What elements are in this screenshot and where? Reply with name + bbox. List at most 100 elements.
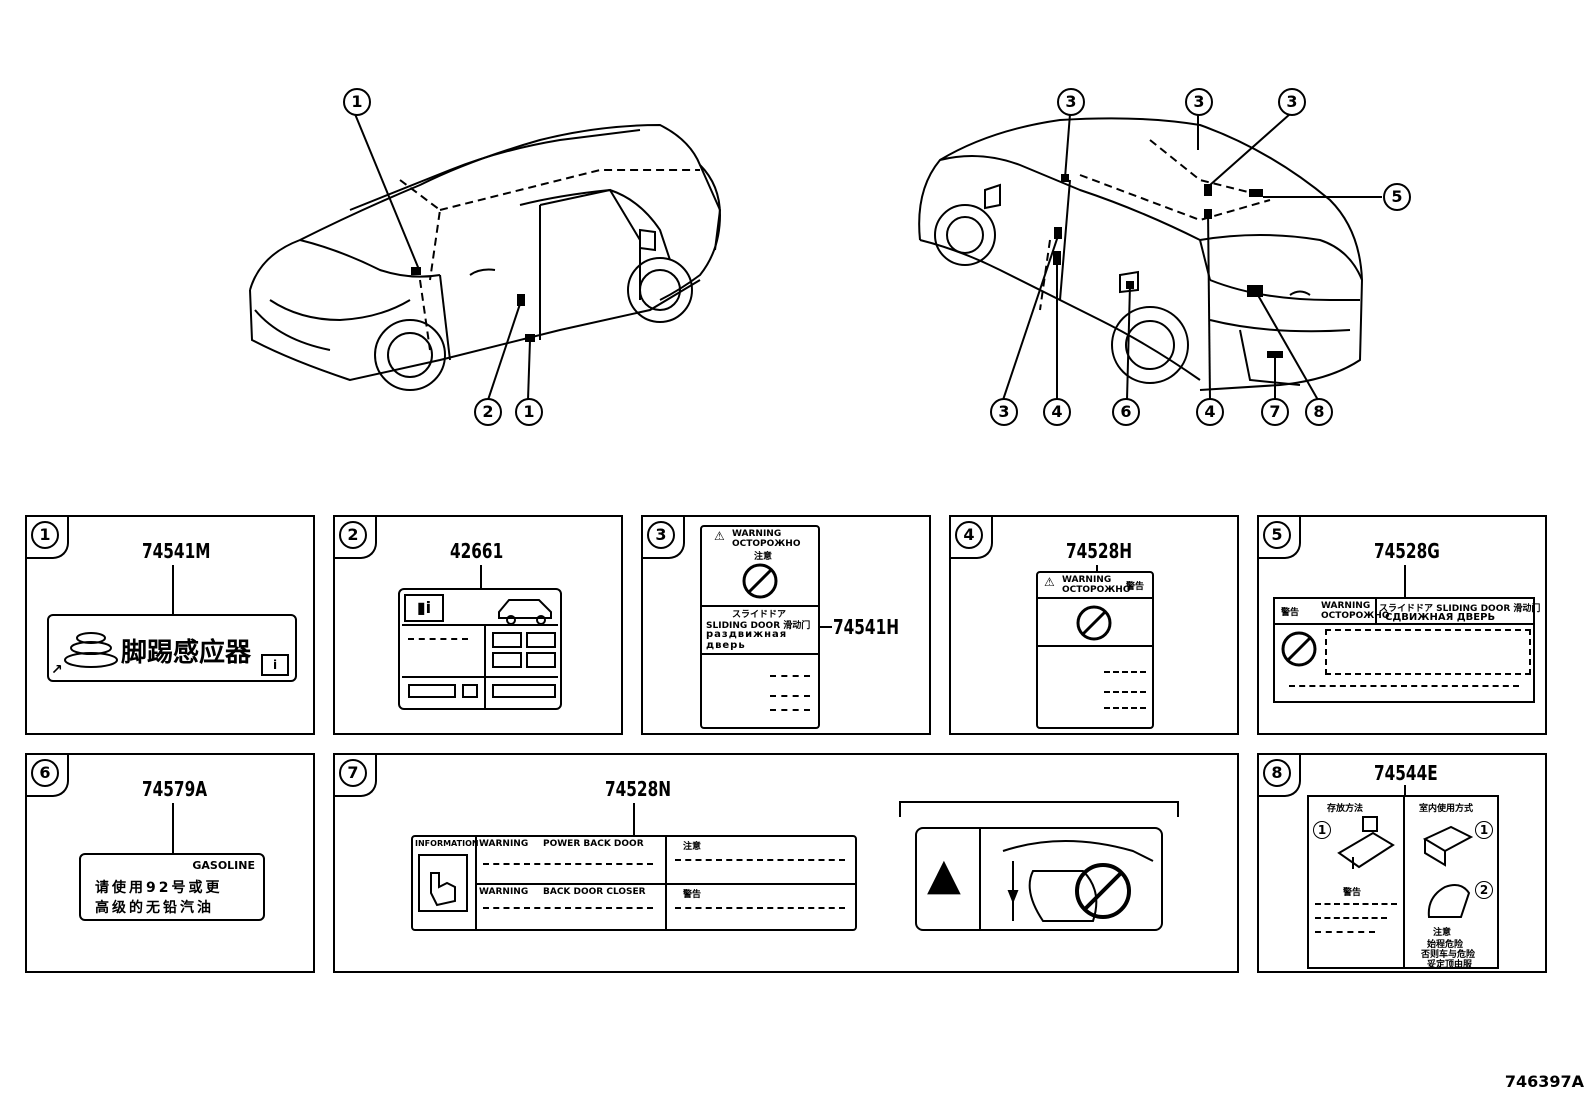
sliding-door-warning-label: 警告 WARNING ОСТОРОЖНО スライドドア SLIDING DOOR…: [1273, 597, 1540, 703]
panel-number: 3: [647, 521, 675, 549]
label-panel-8: 8 74544E 存放方法 室内使用方式 1 1 2 警告 注意 始程危险 否则…: [1257, 753, 1547, 973]
fuel-instruction-1: 请使用92号或更: [95, 880, 223, 896]
label-panel-1: 1 74541M 脚踢感应器 i ↗: [25, 515, 315, 735]
part-number: 42661: [450, 539, 504, 563]
caution-line-1: 始程危险: [1427, 940, 1464, 950]
panel-number: 4: [955, 521, 983, 549]
sliding-door-warning-label: WARNING ОСТОРОЖНО 注意 ⚠ スライドドア SLIDING DO…: [700, 525, 820, 729]
rear-view-vehicle: [918, 117, 1364, 391]
leader-line: [1404, 565, 1406, 597]
no-hand-icon: [1076, 605, 1112, 641]
leader-line: [172, 803, 174, 855]
warning-text-ru: ОСТОРОЖНО: [1321, 611, 1390, 621]
fuel-label: GASOLINE 请使用92号或更 高级的无铅汽油: [79, 853, 265, 921]
caution-text-zh: 注意: [683, 842, 702, 852]
warning-text-ru: ОСТОРОЖНО: [1062, 585, 1131, 595]
panel-number: 2: [339, 521, 367, 549]
leader-line: [633, 803, 635, 835]
callout-right-3a: 3: [1057, 88, 1085, 116]
warning-text-ru: ОСТОРОЖНО: [732, 539, 801, 549]
panel-tab: 4: [949, 515, 993, 559]
storage-illustration-1: [1337, 816, 1395, 869]
back-door-pinch-label: ▲: [915, 827, 1163, 931]
warning-text-zh: 警告: [1126, 582, 1145, 592]
part-number: 74579A: [142, 777, 208, 801]
panel-tab: 7: [333, 753, 377, 797]
step-2-icon: 2: [1475, 881, 1493, 899]
kick-sensor-icon: [64, 632, 118, 668]
warning-text: WARNING: [732, 529, 782, 539]
panel-tab: 2: [333, 515, 377, 559]
door-pinch-icon: [1002, 840, 1154, 922]
warning-triangle-icon: ⚠: [714, 529, 725, 543]
vehicle-illustrations: [249, 113, 1382, 401]
callout-right-3c: 3: [1278, 88, 1306, 116]
panel-number: 6: [31, 759, 59, 787]
sliding-door-ru-1: раздвижная: [706, 629, 788, 640]
part-number: 74528N: [605, 777, 672, 801]
manual-icon: i: [261, 654, 289, 676]
warning-text-zh: 注意: [754, 552, 773, 562]
callout-right-4b: 4: [1196, 398, 1224, 426]
label-panel-5: 5 74528G 警告 WARNING ОСТОРОЖНО スライドドア SLI…: [1257, 515, 1547, 735]
warning-text-zh: 警告: [683, 890, 702, 900]
vehicle-icon: [498, 599, 552, 625]
warning-text-1: 警告: [1343, 888, 1362, 898]
fuel-instruction-2: 高级的无铅汽油: [95, 900, 214, 916]
caution-line-3: 妥定顶由服: [1427, 960, 1473, 970]
bracket: [899, 801, 1179, 817]
label-panel-7: 7 74528N INFORMATION WARNING POWER BACK …: [333, 753, 1239, 973]
indoor-use-title: 室内使用方式: [1419, 804, 1474, 814]
fuel-type: GASOLINE: [192, 859, 255, 872]
sliding-door-ru: СДВИЖНАЯ ДВЕРЬ: [1385, 612, 1496, 623]
panel-number: 5: [1263, 521, 1291, 549]
hand-press-icon: [418, 854, 468, 912]
callout-left-2: 2: [474, 398, 502, 426]
caution-line-2: 否则车与危险: [1421, 950, 1476, 960]
warning-triangle-icon: ⚠: [1044, 575, 1055, 589]
warning-text-1: WARNING: [479, 839, 529, 849]
kick-sensor-label: 脚踢感应器 i ↗: [47, 614, 297, 682]
callout-right-6: 6: [1112, 398, 1140, 426]
step-1b-icon: 1: [1475, 821, 1493, 839]
panel-number: 8: [1263, 759, 1291, 787]
part-number: 74528H: [1066, 539, 1133, 563]
leader-line: [480, 565, 482, 589]
callout-left-1-bottom: 1: [515, 398, 543, 426]
warning-text-2: WARNING: [479, 887, 529, 897]
warning-text: WARNING: [1062, 575, 1112, 585]
panel-tab: 8: [1257, 753, 1301, 797]
step-1-icon: 1: [1313, 821, 1331, 839]
panel-number: 1: [31, 521, 59, 549]
foot-icon: ↗: [51, 662, 63, 678]
callout-left-1-top: 1: [343, 88, 371, 116]
part-number: 74528G: [1374, 539, 1440, 563]
storage-illustration-3: [1427, 884, 1471, 918]
warning-triangle-icon: ▲: [927, 849, 961, 900]
storage-method-title: 存放方法: [1327, 804, 1364, 814]
sliding-door-multi: スライドドア SLIDING DOOR 滑动门: [1379, 604, 1541, 614]
part-number: 74541M: [142, 539, 211, 563]
label-panel-3: 3 WARNING ОСТОРОЖНО 注意 ⚠ スライドドア SLIDING …: [641, 515, 931, 735]
front-view-vehicle: [249, 123, 722, 391]
sliding-door-jp: スライドドア: [732, 610, 787, 620]
panel-tab: 5: [1257, 515, 1301, 559]
power-back-door-text: POWER BACK DOOR: [543, 839, 644, 849]
figure-code: 746397A: [1504, 1072, 1584, 1091]
part-number: 74544E: [1374, 761, 1438, 785]
storage-illustration-2: [1422, 825, 1474, 867]
leader-line: [820, 626, 832, 628]
part-number: 74541H: [833, 615, 900, 639]
callout-right-8: 8: [1305, 398, 1333, 426]
label-panel-2: 2 42661 ▮i: [333, 515, 623, 735]
storage-method-label: 存放方法 室内使用方式 1 1 2 警告 注意 始程危险 否则车与危险 妥定顶由…: [1307, 795, 1499, 970]
warning-text: WARNING: [1321, 601, 1371, 611]
no-hand-icon: [1281, 631, 1317, 667]
callout-right-3-bottom: 3: [990, 398, 1018, 426]
leader-line: [1404, 785, 1406, 797]
panel-tab: 1: [25, 515, 69, 559]
power-back-door-label: INFORMATION WARNING POWER BACK DOOR 注意 W…: [411, 835, 857, 931]
callout-right-4a: 4: [1043, 398, 1071, 426]
label-panel-4: 4 74528H ⚠ WARNING ОСТОРОЖНО 警告: [949, 515, 1239, 735]
leader-line: [172, 565, 174, 615]
